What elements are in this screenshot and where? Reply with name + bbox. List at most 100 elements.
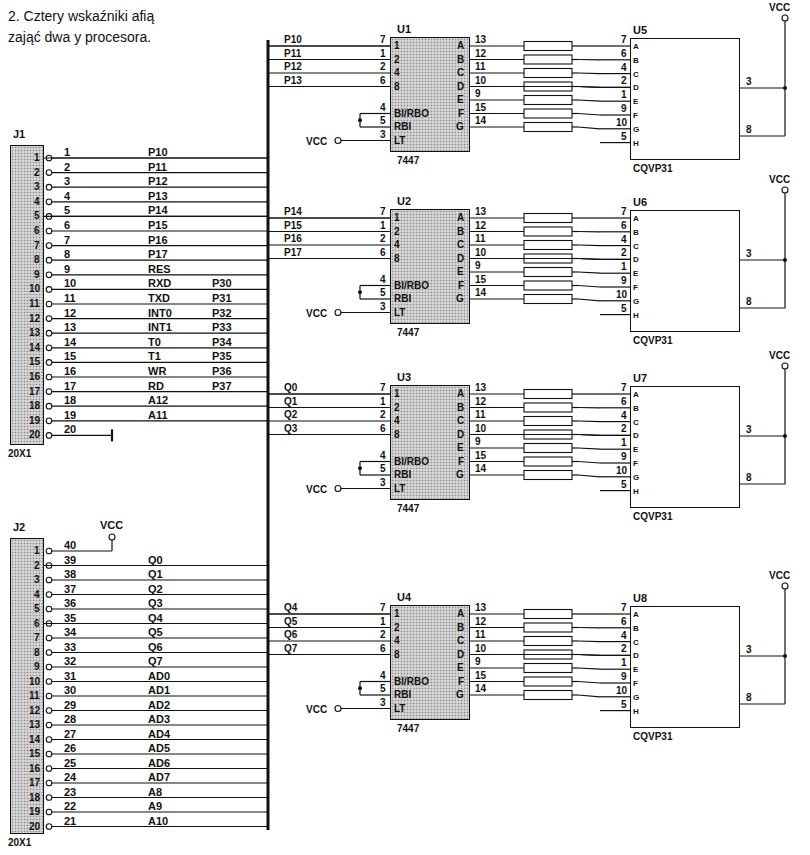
pin-number: 11 [64,292,76,304]
segment-letter: F [633,459,638,468]
pin-function: D [457,81,464,92]
pin-number: 6 [380,247,386,258]
terminal-symbol [46,824,52,830]
signal-name: P12 [148,175,168,187]
pin-number: 5 [380,683,386,694]
pin-number: 4 [64,190,70,202]
wire [578,627,600,628]
pin-number: 5 [621,131,627,142]
wire [470,59,524,60]
pin-function: 4 [394,635,400,646]
wire [600,300,630,301]
pin-number: 9 [475,436,481,447]
pin-number: 1 [621,89,627,100]
terminal-symbol [46,374,52,380]
wire [111,540,112,551]
signal-name: Q5 [284,616,297,627]
signal-name: TXD [148,292,170,304]
supply-label: VCC [769,2,790,13]
pin-function: 4 [394,239,400,250]
pin-number: 7 [621,382,627,393]
pin-number: 33 [64,641,76,653]
wire [600,231,630,232]
segment-letter: G [633,693,639,702]
pin-number: 30 [64,684,76,696]
wire [600,114,630,115]
seven-segment-display: U6ABCDEFGHCQVP31 [630,210,740,332]
pin-number: 4 [621,62,627,73]
pin-number: 15 [475,670,486,681]
wire [578,393,600,394]
pin-number: 10 [475,247,486,258]
signal-name: Q4 [284,602,297,613]
wire [470,694,524,695]
pin-number: 37 [64,583,76,595]
segment-letter: C [633,70,639,79]
pin-number: 1 [380,220,386,231]
pin-number: 14 [29,734,40,745]
pin-number: 12 [475,48,486,59]
terminal-symbol [335,486,341,492]
pin-number: 10 [475,75,486,86]
terminal-symbol [46,170,52,176]
segment-letter: G [633,473,639,482]
resistor-symbol [524,457,572,466]
pin-number: 15 [475,102,486,113]
wire [600,710,630,711]
resistor-symbol [524,471,572,480]
terminal-symbol [46,737,52,743]
pin-function: LT [394,483,405,494]
wire [470,113,524,114]
pin-number: 26 [64,742,76,754]
pin-number: 11 [475,61,486,72]
terminal-symbol [46,548,52,554]
pin-number: 13 [475,382,486,393]
wire [360,298,390,299]
signal-name: Q3 [148,597,163,609]
wire [578,286,600,288]
pin-number: 5 [621,479,627,490]
wire [578,100,600,101]
pin-number: 4 [380,450,386,461]
pin-number: 7 [621,34,627,45]
wire [470,271,524,272]
segment-letter: E [633,665,638,674]
junction-dot [783,86,787,90]
segment-letter: C [633,242,639,251]
resistor-symbol [524,691,572,700]
wire [578,695,600,697]
pin-number: 12 [64,307,76,319]
pin-number: 13 [64,321,76,333]
pin-number: 3 [34,181,40,192]
signal-name: T0 [148,336,161,348]
pin-number: 15 [64,350,76,362]
pin-number: 3 [380,697,386,708]
pin-number: 6 [64,219,70,231]
supply-label: VCC [306,308,327,319]
terminal-symbol [46,403,52,409]
signal-name: A11 [148,409,168,421]
resistor-symbol [524,241,572,250]
part-designator: U8 [633,592,647,604]
pin-number: 39 [64,554,76,566]
wire [600,669,630,670]
wire [341,708,390,709]
pin-number: 9 [621,451,627,462]
pin-number: 9 [34,269,40,280]
pin-number: 4 [34,589,40,600]
pin-number: 36 [64,597,76,609]
pin-number: 14 [64,336,76,348]
pin-number: 17 [29,777,40,788]
pin-number: 18 [29,792,40,803]
part-designator: U2 [397,195,411,207]
supply-label: VCC [306,136,327,147]
signal-connector [44,46,390,158]
pin-number: 15 [29,356,40,367]
wire [268,244,390,245]
wire [470,447,524,448]
pin-function: F [458,456,464,467]
resistor-symbol [524,214,572,223]
pin-number: 22 [64,800,76,812]
pin-number: 14 [475,287,486,298]
pin-function: F [458,108,464,119]
